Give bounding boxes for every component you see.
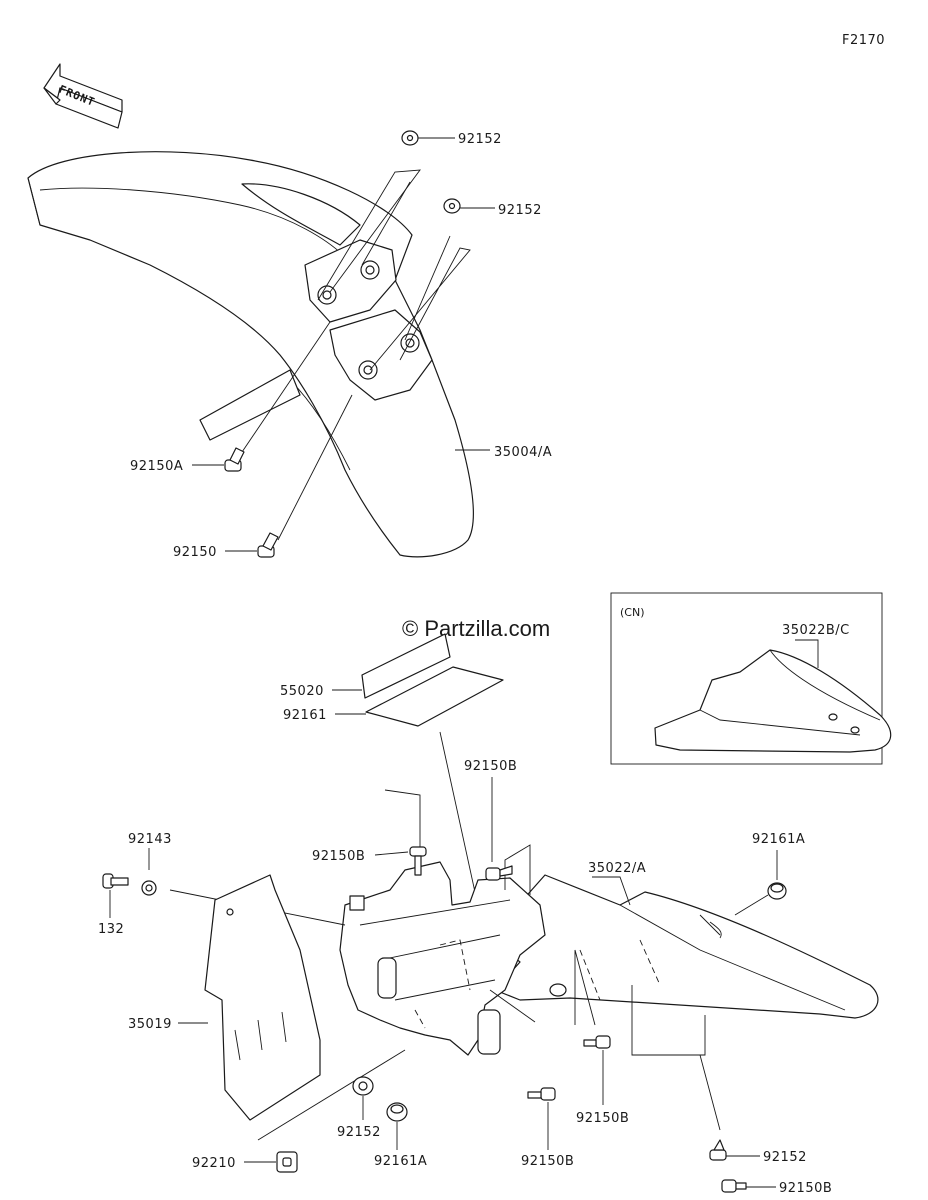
rear-bracket bbox=[339, 861, 546, 1056]
plate-35019 bbox=[204, 874, 321, 1121]
bolt-92150A-icon bbox=[224, 447, 245, 472]
washer-92152-top1-icon bbox=[401, 130, 419, 146]
clip-92152-right-icon bbox=[709, 1139, 727, 1161]
clip-92210-icon bbox=[276, 1151, 298, 1173]
label-92161A-right: 92161A bbox=[752, 832, 805, 847]
label-92161A-bottom: 92161A bbox=[374, 1154, 427, 1169]
label-132: 132 bbox=[98, 922, 124, 937]
label-92150B-d: 92150B bbox=[521, 1154, 574, 1169]
label-92152-top2: 92152 bbox=[498, 203, 542, 218]
label-92150B-e: 92150B bbox=[779, 1181, 832, 1196]
label-35022BC: 35022B/C bbox=[782, 623, 850, 638]
label-92150: 92150 bbox=[173, 545, 217, 560]
rear-fender-35022A bbox=[494, 874, 879, 1019]
screw-132-icon bbox=[102, 873, 129, 889]
inset-box bbox=[610, 592, 883, 765]
inset-label: (CN) bbox=[620, 606, 645, 619]
label-92152-bottom: 92152 bbox=[337, 1125, 381, 1140]
watermark: © Partzilla.com bbox=[402, 616, 550, 641]
label-35022A: 35022/A bbox=[588, 861, 646, 876]
pad-92161 bbox=[365, 666, 504, 727]
label-92150B-b: 92150B bbox=[464, 759, 517, 774]
label-92143: 92143 bbox=[128, 832, 172, 847]
bolt-92150-icon bbox=[257, 532, 279, 558]
label-35019: 35019 bbox=[128, 1017, 172, 1032]
leaders-front bbox=[239, 169, 490, 541]
diagram-id: F2170 bbox=[842, 33, 885, 48]
front-arrow-icon: FRONT bbox=[43, 63, 123, 129]
label-92152-right: 92152 bbox=[763, 1150, 807, 1165]
grommet-92161A-right-icon bbox=[767, 882, 787, 900]
nut-92143-icon bbox=[141, 880, 157, 896]
bolt-92150B-d-icon bbox=[527, 1087, 556, 1101]
label-92150B-a: 92150B bbox=[312, 849, 365, 864]
bolt-92150B-e-icon bbox=[721, 1179, 747, 1193]
pad-55020 bbox=[361, 633, 451, 699]
label-92161: 92161 bbox=[283, 708, 327, 723]
washer-92152-bottom-icon bbox=[352, 1076, 374, 1096]
bolt-92150B-b-icon bbox=[485, 865, 513, 881]
grommet-92161A-bottom-icon bbox=[386, 1102, 408, 1122]
label-92150B-c: 92150B bbox=[576, 1111, 629, 1126]
label-92152-top1: 92152 bbox=[458, 132, 502, 147]
bolt-92150B-c-icon bbox=[583, 1035, 611, 1049]
front-fender bbox=[27, 151, 474, 558]
label-92150A: 92150A bbox=[130, 459, 183, 474]
label-92210: 92210 bbox=[192, 1156, 236, 1171]
washer-92152-top2-icon bbox=[443, 198, 461, 214]
inset-fender-35022BC bbox=[654, 649, 892, 753]
bolt-92150B-a-icon bbox=[409, 846, 427, 876]
label-55020: 55020 bbox=[280, 684, 324, 699]
label-35004: 35004/A bbox=[494, 445, 552, 460]
